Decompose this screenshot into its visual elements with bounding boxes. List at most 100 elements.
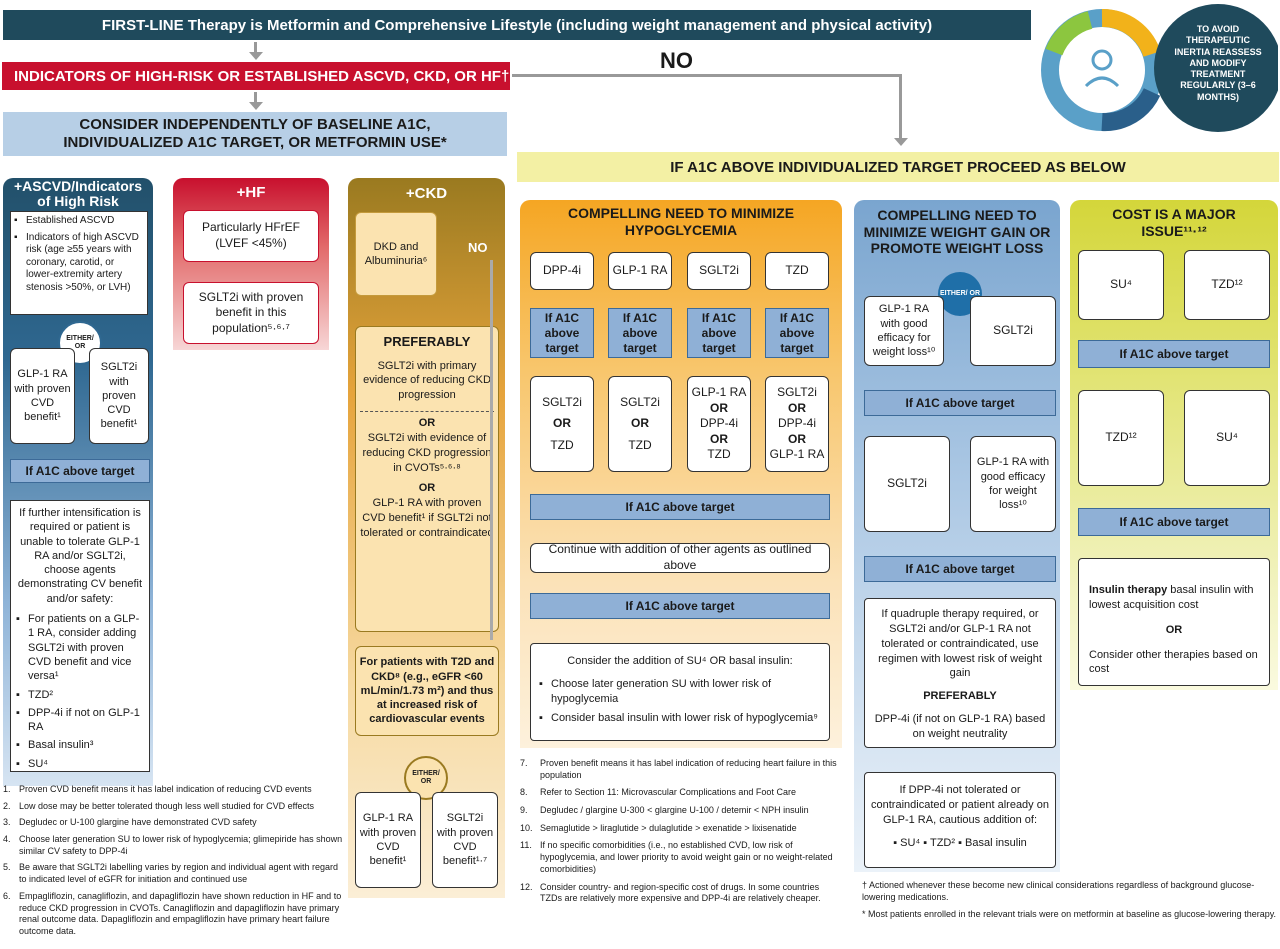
hypo-next-2-or: OR (631, 416, 649, 431)
ckd-pref-2: SGLT2i with evidence of reducing CKD pro… (362, 431, 492, 474)
ascvd-item-2: TZD² (16, 688, 144, 703)
hypo-if-a1c-wide-2: If A1C above target (530, 593, 830, 619)
hf-title: +HF (236, 183, 266, 201)
consider-bar: CONSIDER INDEPENDENTLY OF BASELINE A1C, … (3, 112, 507, 156)
weight-quad-box: If quadruple therapy required, or SGLT2i… (864, 598, 1056, 748)
footnote-asterisk: * Most patients enrolled in the relevant… (862, 909, 1277, 920)
footnote-3: 3.Degludec or U-100 glargine have demons… (3, 817, 257, 828)
footnote-9: 9.Degludec / glargine U-300 < glargine U… (520, 805, 809, 816)
ckd-pref-1: SGLT2i with primary evidence of reducing… (363, 359, 491, 402)
hypo-next-1-b: TZD (550, 437, 574, 452)
hypo-next-2-a: SGLT2i (620, 394, 660, 409)
cost-option-tzd: TZD¹² (1184, 250, 1270, 320)
weight-next-sglt2: SGLT2i (864, 436, 950, 532)
ascvd-item-3: DPP-4i if not on GLP-1 RA (16, 706, 144, 735)
hypo-continue: Continue with addition of other agents a… (530, 542, 830, 573)
ascvd-column: +ASCVD/Indicators of High Risk Establish… (3, 178, 153, 786)
hypo-next-3: GLP-1 RA OR DPP-4i OR TZD (687, 376, 751, 472)
ckd-preferably-box: PREFERABLY SGLT2i with primary evidence … (355, 326, 499, 632)
hypo-drug-2: GLP-1 RA (608, 252, 672, 290)
hypo-next-4-c: GLP-1 RA (769, 447, 825, 462)
hypo-consider-box: Consider the addition of SU⁴ OR basal in… (530, 643, 830, 741)
cost-insulin-bold: Insulin therapy (1089, 584, 1168, 596)
hypo-next-4: SGLT2i OR DPP-4i OR GLP-1 RA (765, 376, 829, 472)
hf-box-hfref: Particularly HFrEF (LVEF <45%) (183, 210, 319, 262)
cost-or: OR (1165, 623, 1183, 636)
ascvd-criteria-1: Established ASCVD (14, 215, 144, 228)
weight-if-a1c: If A1C above target (864, 390, 1056, 416)
no-label: NO (660, 48, 693, 73)
footnote-2: 2.Low dose may be better tolerated thoug… (3, 800, 314, 811)
hypo-next-4-a: SGLT2i (777, 385, 817, 400)
cycle-icon (1041, 4, 1280, 132)
hypo-next-1-a: SGLT2i (542, 394, 582, 409)
hypo-next-2-b: TZD (628, 437, 652, 452)
ckd-option-sglt2: SGLT2i with proven CVD benefit¹·⁷ (432, 792, 498, 888)
footnote-11: 11.If no specific comorbidities (i.e., n… (520, 840, 833, 874)
ascvd-further-text: If further intensification is required o… (17, 507, 143, 605)
hypo-if-a1c-2: If A1C above target (608, 308, 672, 358)
cost-insulin-text: Insulin therapy basal insulin with lowes… (1089, 583, 1259, 613)
footnote-6: 6.Empagliflozin, canagliflozin, and dapa… (3, 890, 342, 936)
ckd-or-1: OR (418, 417, 436, 430)
weight-title: COMPELLING NEED TO MINIMIZE WEIGHT GAIN … (863, 206, 1051, 257)
hf-column: +HF Particularly HFrEF (LVEF <45%) SGLT2… (173, 178, 329, 350)
weight-option-sglt2: SGLT2i (970, 296, 1056, 366)
ckd-no-label: NO (468, 240, 488, 255)
cost-next-su: SU⁴ (1184, 390, 1270, 486)
cost-insulin-rest: basal insulin with lowest acquisition co… (1089, 584, 1254, 611)
footnote-7: 7.Proven benefit means it has label indi… (520, 758, 837, 780)
footnote-5: 5.Be aware that SGLT2i labelling varies … (3, 862, 339, 885)
ascvd-item-1: For patients on a GLP-1 RA, consider add… (16, 612, 144, 683)
hypo-title: COMPELLING NEED TO MINIMIZE HYPOGLYCEMIA (567, 205, 795, 238)
footnote-dagger: † Actioned whenever these become new cli… (862, 880, 1255, 902)
weight-dpp: DPP-4i (if not on GLP-1 RA) based on wei… (874, 713, 1046, 740)
hypo-next-1-or: OR (553, 416, 571, 431)
footnotes-left: 1.Proven CVD benefit means it has label … (3, 784, 343, 938)
hypo-next-4-b: DPP-4i (777, 416, 816, 431)
cost-insulin-box: Insulin therapy basal insulin with lowes… (1078, 558, 1270, 686)
consider-line-1: CONSIDER INDEPENDENTLY OF BASELINE A1C, (79, 116, 431, 133)
hypo-next-2: SGLT2i OR TZD (608, 376, 672, 472)
hypo-next-3-a: GLP-1 RA (691, 385, 747, 400)
weight-if-a1c-2: If A1C above target (864, 556, 1056, 582)
hypo-consider-item-2: Consider basal insulin with lower risk o… (539, 711, 821, 726)
hypo-if-a1c-1: If A1C above target (530, 308, 594, 358)
ckd-column: +CKD DKD and Albuminuria⁶ NO PREFERABLY … (348, 178, 505, 898)
hypo-if-a1c-3: If A1C above target (687, 308, 751, 358)
footnotes-right: † Actioned whenever these become new cli… (862, 880, 1278, 921)
cost-option-su: SU⁴ (1078, 250, 1164, 320)
ckd-preferably-label: PREFERABLY (383, 334, 471, 349)
first-line-bar: FIRST-LINE Therapy is Metformin and Comp… (3, 10, 1031, 40)
hypo-next-3-or2: OR (710, 431, 728, 446)
weight-next-glp1: GLP-1 RA with good efficacy for weight l… (970, 436, 1056, 532)
ascvd-criteria-2: Indicators of high ASCVD risk (age ≥55 y… (14, 232, 144, 295)
footnote-12: 12.Consider country- and region-specific… (520, 881, 821, 904)
hypo-next-3-b: DPP-4i (699, 416, 738, 431)
cost-if-a1c-2: If A1C above target (1078, 508, 1270, 536)
footnote-10: 10.Semaglutide > liraglutide > dulagluti… (520, 822, 797, 833)
ckd-or-2: OR (418, 482, 436, 495)
footnote-1: 1.Proven CVD benefit means it has label … (3, 784, 312, 794)
hypo-if-a1c-4: If A1C above target (765, 308, 829, 358)
weight-final-text: If DPP-4i not tolerated or contraindicat… (871, 784, 1049, 826)
cost-next-tzd: TZD¹² (1078, 390, 1164, 486)
cost-title: COST IS A MAJOR ISSUE¹¹·¹² (1112, 206, 1236, 239)
high-risk-bar: INDICATORS OF HIGH-RISK OR ESTABLISHED A… (2, 62, 510, 90)
proceed-bar: IF A1C ABOVE INDIVIDUALIZED TARGET PROCE… (517, 152, 1279, 182)
ckd-box-dkd: DKD and Albuminuria⁶ (355, 212, 437, 296)
weight-final-box: If DPP-4i not tolerated or contraindicat… (864, 772, 1056, 868)
hypo-next-3-c: TZD (707, 447, 731, 462)
ascvd-title: +ASCVD/Indicators of High Risk (14, 177, 142, 209)
weight-final-items: ▪ SU⁴ ▪ TZD² ▪ Basal insulin (893, 836, 1027, 849)
hypo-consider-text: Consider the addition of SU⁴ OR basal in… (567, 655, 793, 667)
ascvd-option-glp1: GLP-1 RA with proven CVD benefit¹ (10, 348, 75, 444)
ckd-patients-box: For patients with T2D and CKD⁸ (e.g., eG… (355, 646, 499, 736)
weight-quad-text: If quadruple therapy required, or SGLT2i… (878, 608, 1042, 680)
cost-if-a1c: If A1C above target (1078, 340, 1270, 368)
footnotes-mid: 7.Proven benefit means it has label indi… (520, 758, 842, 905)
ckd-title: +CKD (405, 184, 448, 202)
hypo-drug-3: SGLT2i (687, 252, 751, 290)
cost-column: COST IS A MAJOR ISSUE¹¹·¹² SU⁴ TZD¹² If … (1070, 200, 1278, 690)
weight-column: COMPELLING NEED TO MINIMIZE WEIGHT GAIN … (854, 200, 1060, 872)
